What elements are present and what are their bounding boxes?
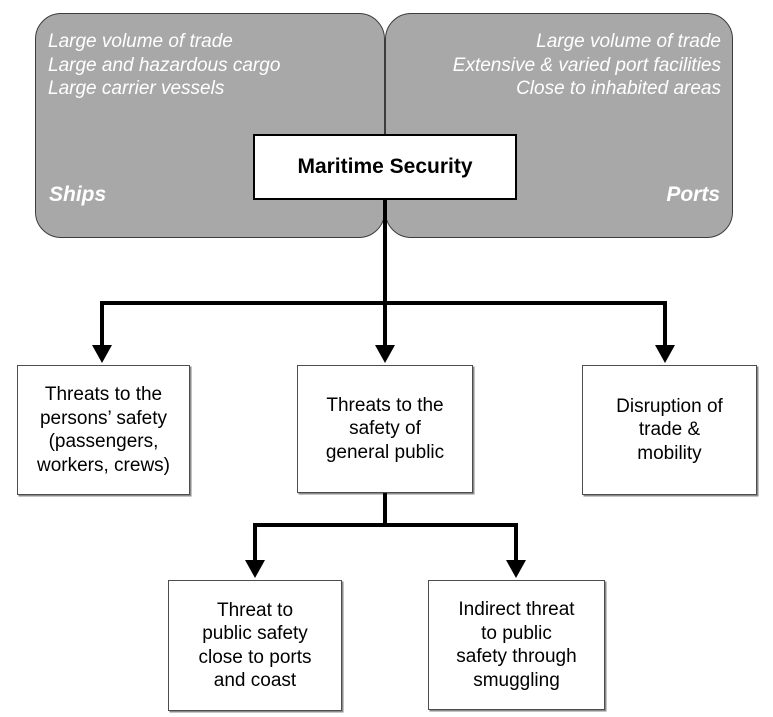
ports-line-1: Large volume of trade <box>536 31 721 52</box>
connector-level1-horizontal <box>100 301 667 305</box>
arrow-down-icon <box>245 560 265 578</box>
connector-level2-right-arm <box>514 523 518 561</box>
ships-line-2: Large and hazardous cargo <box>48 54 281 76</box>
connector-level2-horizontal <box>253 523 518 527</box>
threat-box-ports-coast: Threat to public safety close to ports a… <box>168 580 342 711</box>
arrow-down-icon <box>506 560 526 578</box>
maritime-security-box: Maritime Security <box>253 134 517 200</box>
connector-right-arm <box>663 301 667 347</box>
threat-box-smuggling: Indirect threat to public safety through… <box>428 580 605 710</box>
threat-box-persons-safety: Threats to the persons’ safety (passenge… <box>17 365 190 495</box>
ports-panel-lines: Large volume of trade Extensive & varied… <box>398 30 721 101</box>
ports-line-3: Close to inhabited areas <box>516 78 721 99</box>
threat-box-general-public: Threats to the safety of general public <box>297 365 473 493</box>
ships-panel: Large volume of trade Large and hazardou… <box>35 13 385 238</box>
ports-line-2: Extensive & varied port facilities <box>452 54 721 76</box>
ships-label: Ships <box>49 183 107 206</box>
threat-box-trade-mobility: Disruption of trade & mobility <box>582 365 757 495</box>
maritime-security-title: Maritime Security <box>297 155 473 178</box>
connector-level2-left-arm <box>253 523 257 561</box>
connector-mid-vertical <box>383 493 387 527</box>
connector-main-vertical <box>383 200 387 347</box>
connector-left-arm <box>100 301 104 347</box>
ports-panel: Large volume of trade Extensive & varied… <box>385 13 733 238</box>
arrow-down-icon <box>92 345 112 363</box>
ships-line-1: Large volume of trade <box>48 31 233 52</box>
arrow-down-icon <box>655 345 675 363</box>
ships-panel-lines: Large volume of trade Large and hazardou… <box>48 30 373 101</box>
ports-label: Ports <box>666 183 720 206</box>
ships-line-3: Large carrier vessels <box>48 78 225 99</box>
arrow-down-icon <box>375 345 395 363</box>
